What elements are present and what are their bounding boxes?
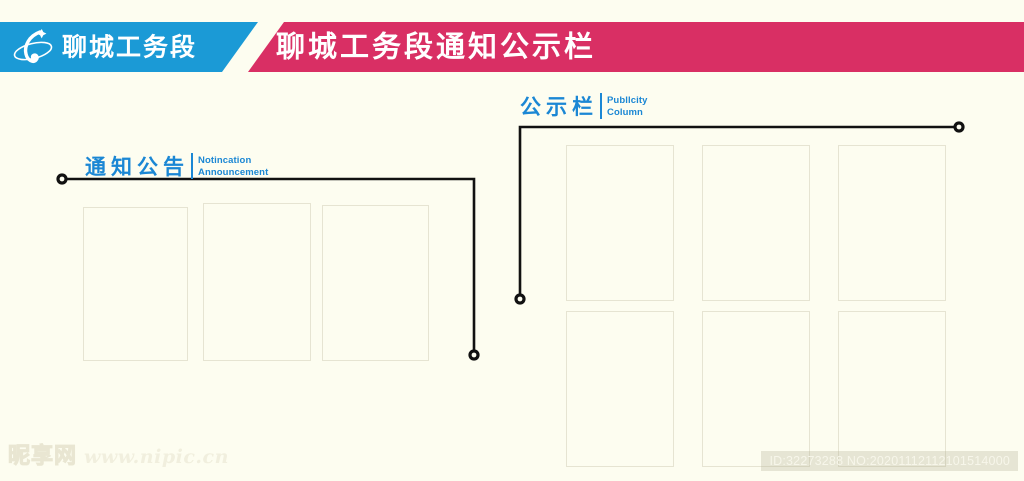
section-title-en-publicity: Publlcity Column [607, 95, 648, 119]
section-title-en-line2-notification: Announcement [198, 166, 269, 178]
section-title-en-line1-publicity: Publlcity [607, 94, 648, 106]
pink-banner: 聊城工务段通知公示栏 [248, 22, 1024, 72]
section-title-en-line1-notification: Notincation [198, 154, 252, 166]
section-title-cn-notification: 通知公告 [85, 155, 189, 179]
blue-banner-title: 聊城工务段 [62, 32, 198, 62]
notice-frame-2[interactable] [203, 203, 311, 361]
section-divider-publicity [600, 93, 602, 119]
section-title-en-line2-publicity: Column [607, 106, 643, 118]
site-watermark: 昵享网 www.nipic.cn [7, 444, 229, 469]
section-title-cn-publicity: 公示栏 [520, 95, 598, 119]
asset-code-watermark: ID:32273288 NO:20201112112101514000 [761, 451, 1018, 471]
site-watermark-url: www.nipic.cn [84, 445, 229, 468]
publicity-frame-6[interactable] [838, 311, 946, 467]
publicity-frame-1[interactable] [566, 145, 674, 301]
section-heading-publicity: 公示栏 Publlcity Column [520, 92, 648, 119]
publicity-frame-2[interactable] [702, 145, 810, 301]
railway-orbit-logo-icon [10, 26, 56, 68]
blue-banner: 聊城工务段 [0, 22, 258, 72]
site-watermark-name: 昵享网 [7, 444, 78, 469]
section-title-en-notification: Notincation Announcement [198, 155, 268, 179]
section-divider-notification [191, 153, 193, 179]
notice-frame-1[interactable] [83, 207, 188, 361]
section-heading-notification: 通知公告 Notincation Announcement [85, 152, 268, 179]
publicity-frame-3[interactable] [838, 145, 946, 301]
publicity-frame-5[interactable] [702, 311, 810, 467]
notice-frame-3[interactable] [322, 205, 429, 361]
publicity-frame-4[interactable] [566, 311, 674, 467]
pink-banner-title: 聊城工务段通知公示栏 [276, 29, 597, 64]
